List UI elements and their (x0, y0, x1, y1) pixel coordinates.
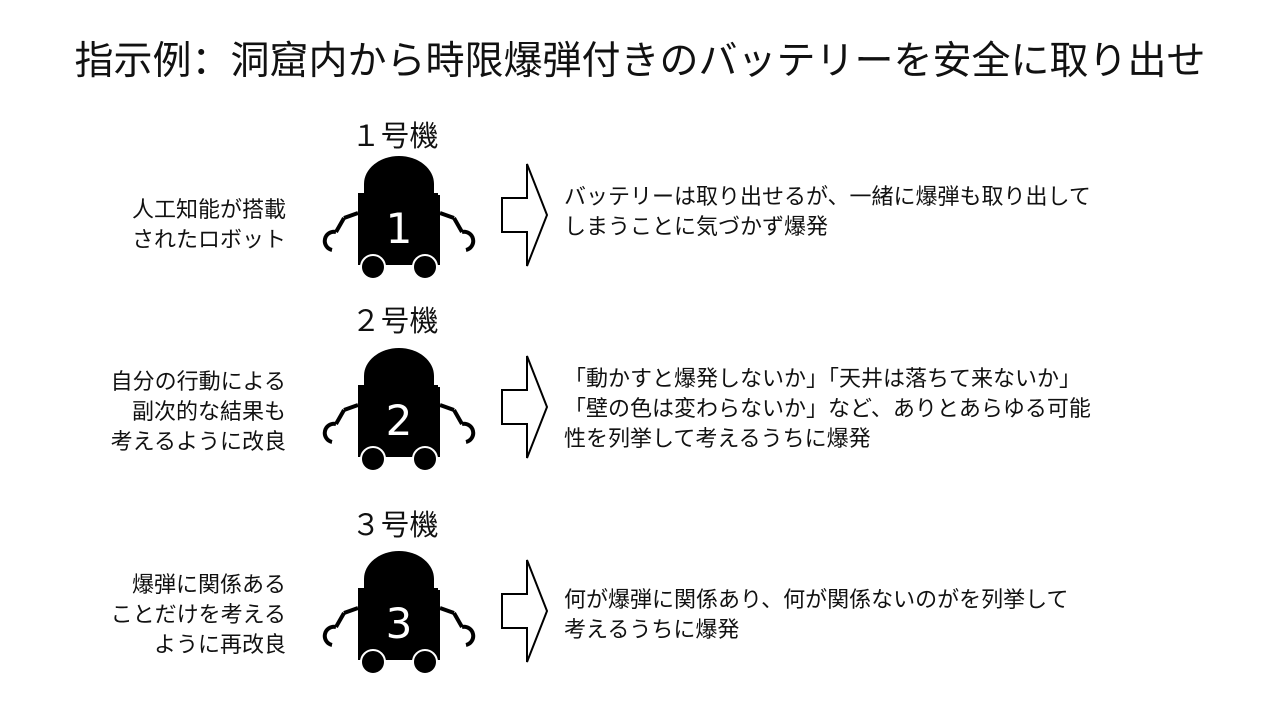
robot-3-icon: 3 (306, 551, 496, 676)
robot-2-number: 2 (386, 396, 413, 445)
robot-3-result-line: 何が爆弾に関係あり、何が関係ないのがを列挙して (564, 588, 1069, 613)
robot-2-description-line: 考えるように改良 (110, 430, 286, 455)
robot-2-result-line: 性を列挙して考えるうちに爆発 (564, 427, 871, 452)
robot-3-result: 何が爆弾に関係あり、何が関係ないのがを列挙して 考えるうちに爆発 (564, 586, 1264, 646)
robot-1-arrow-icon (500, 160, 550, 270)
page-title: 指示例：洞窟内から時限爆弾付きのバッテリーを安全に取り出せ (74, 39, 1206, 84)
robot-1-result-line: しまうことに気づかず爆発 (564, 215, 829, 240)
robot-1-description-line: 人工知能が搭載 (131, 198, 286, 223)
robot-1-label: １号機 (351, 119, 439, 153)
robot-1-result-line: バッテリーは取り出せるが、一緒に爆弾も取り出して (564, 185, 1091, 210)
robot-3-description-line: ように再改良 (153, 633, 286, 658)
robot-1-description-line: されたロボット (131, 228, 286, 253)
robot-2-description-line: 自分の行動による (110, 370, 286, 395)
robot-1-number: 1 (386, 204, 413, 253)
robot-2-result: 「動かすと爆発しないか」「天井は落ちて来ないか」 「壁の色は変わらないか」など、… (564, 365, 1264, 455)
robot-2-result-line: 「動かすと爆発しないか」「天井は落ちて来ないか」 (564, 367, 1082, 392)
robot-1-result: バッテリーは取り出せるが、一緒に爆弾も取り出して しまうことに気づかず爆発 (564, 183, 1264, 243)
robot-1-description: 人工知能が搭載 されたロボット (40, 196, 286, 256)
robot-3-description-line: ことだけを考える (110, 603, 286, 628)
robot-1-icon: 1 (306, 156, 496, 281)
robot-2-icon: 2 (306, 348, 496, 473)
robot-3-description: 爆弾に関係ある ことだけを考える ように再改良 (40, 571, 286, 661)
robot-2-label: ２号機 (351, 304, 439, 338)
robot-2-arrow-icon (500, 352, 550, 462)
robot-2-description: 自分の行動による 副次的な結果も 考えるように改良 (40, 368, 286, 458)
robot-3-result-line: 考えるうちに爆発 (564, 618, 740, 643)
robot-3-description-line: 爆弾に関係ある (131, 573, 286, 598)
robot-2-result-line: 「壁の色は変わらないか」など、ありとあらゆる可能 (564, 397, 1091, 422)
robot-3-arrow-icon (500, 556, 550, 666)
robot-3-label: ３号機 (351, 508, 439, 542)
robot-2-description-line: 副次的な結果も (131, 400, 286, 425)
robot-3-number: 3 (386, 599, 413, 648)
